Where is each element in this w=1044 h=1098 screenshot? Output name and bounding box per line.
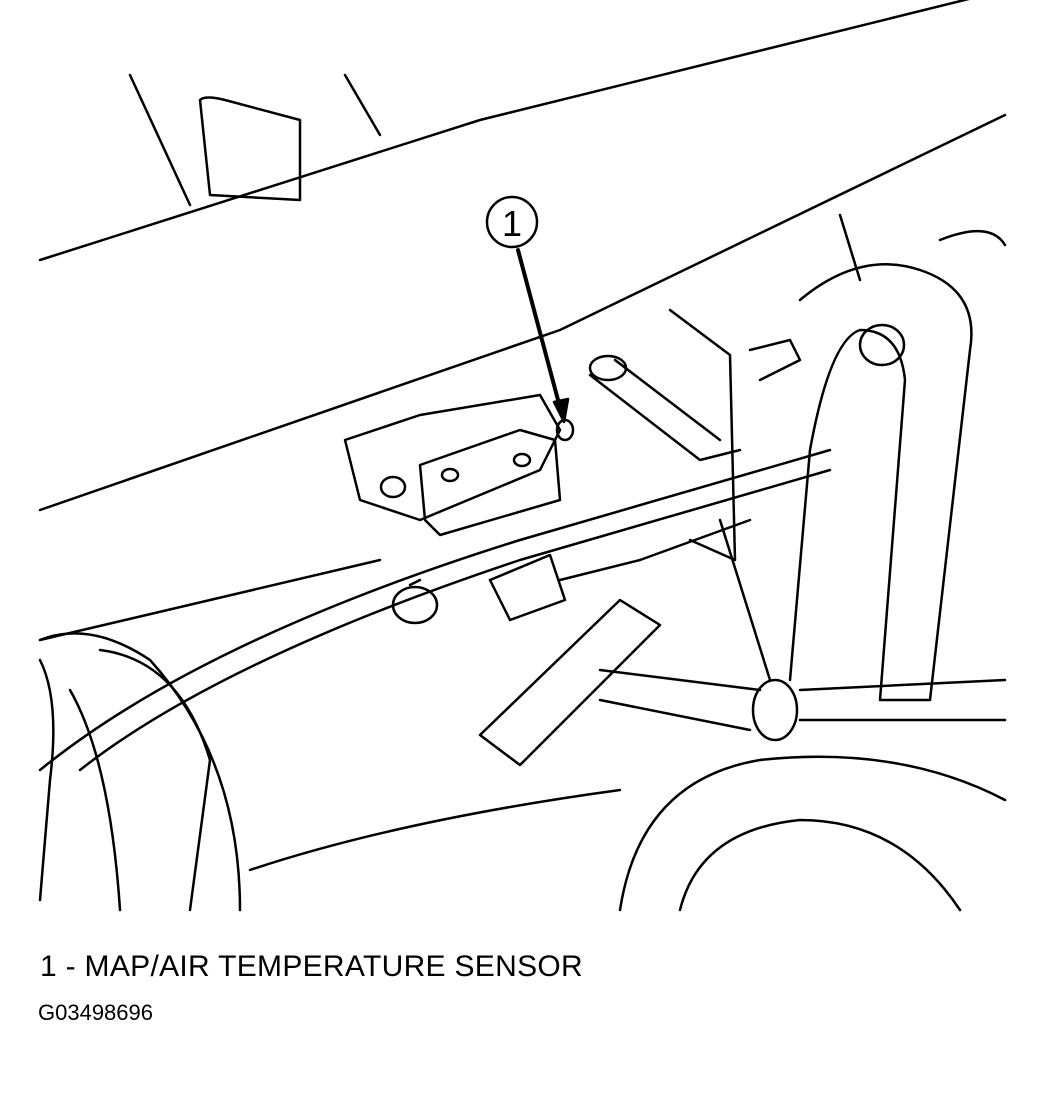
callout-number: 1 [502,203,522,244]
legend-caption: 1 - MAP/AIR TEMPERATURE SENSOR [40,950,583,983]
support-arm [788,213,1007,702]
lower-structures [38,658,1007,912]
figure-id: G03498696 [38,1000,153,1025]
brackets [391,308,802,767]
map-sensor [343,393,575,537]
rod-linkage [598,518,1007,742]
hoses [38,354,832,912]
intake-manifold [38,0,1007,642]
engine-illustration: 1 [38,0,1007,912]
callout-1: 1 [485,195,570,424]
